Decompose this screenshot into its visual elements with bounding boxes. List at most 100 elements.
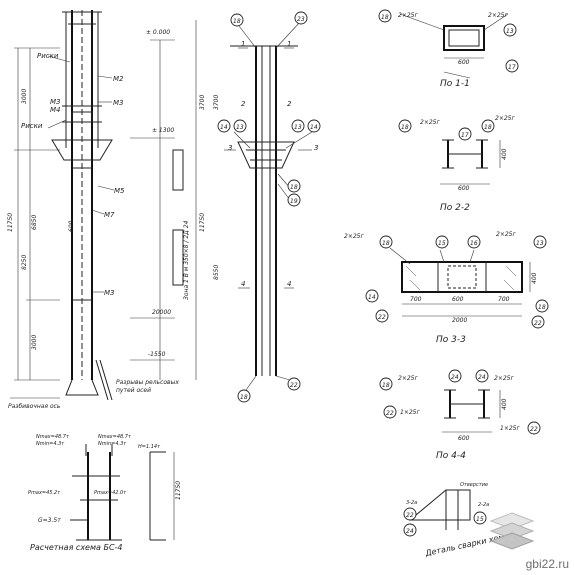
bubble-13b: 13 xyxy=(294,124,302,131)
section-4-width: 600 xyxy=(458,435,470,442)
section-3-height: 400 xyxy=(531,272,538,284)
calc-scheme xyxy=(70,444,175,541)
cut-mark-1a: 1 xyxy=(241,40,245,48)
column-elevation xyxy=(10,10,197,401)
elev-top: ± 1300 xyxy=(152,127,174,134)
svg-text:22: 22 xyxy=(378,314,386,321)
svg-text:18: 18 xyxy=(382,240,390,247)
section-3-3: 18 14 22 16 15 13 18 22 xyxy=(365,235,549,329)
section-3-weld2: 2×25г xyxy=(496,231,516,238)
risk-label-top: Риски xyxy=(37,52,59,60)
scheme-label-d: Nmin=4.3т xyxy=(98,441,127,447)
ref-axis-label: Разбивочная ось xyxy=(8,403,61,410)
scheme-dim: 11750 xyxy=(175,481,182,500)
scheme-label-b: Nmax=48.7т xyxy=(98,434,132,440)
svg-text:22: 22 xyxy=(530,426,538,433)
svg-text:18: 18 xyxy=(381,14,389,21)
svg-text:22: 22 xyxy=(534,320,542,327)
dim-bottom: 3000 xyxy=(31,335,38,350)
dim-w600: 600 xyxy=(68,220,75,232)
section-4-weld: 2×25г xyxy=(398,375,418,382)
section-1-weld: 2×25г xyxy=(398,12,418,19)
tag-m2: М2 xyxy=(113,75,124,83)
svg-text:14: 14 xyxy=(368,294,376,301)
dim-lower: 8250 xyxy=(21,255,28,270)
dim-upper: 3000 xyxy=(21,89,28,104)
risk-label-mid: Риски xyxy=(21,122,43,130)
elev-bot: -1550 xyxy=(148,351,166,358)
section-1-title: По 1-1 xyxy=(440,79,470,89)
section-4-weld4: 1×25г xyxy=(500,425,520,432)
bubble-23: 23 xyxy=(297,16,305,23)
section-2-title: По 2-2 xyxy=(440,203,470,213)
section-3-weld: 2×25г xyxy=(344,233,364,240)
bubble-14b: 14 xyxy=(310,124,318,131)
svg-text:22: 22 xyxy=(406,512,414,519)
axis-note-2: путей осей xyxy=(116,387,151,394)
cut-mark-4b: 4 xyxy=(287,280,291,288)
bubble-19: 19 xyxy=(290,198,298,205)
cut-mark-3a: 3 xyxy=(228,144,232,152)
scheme-label-e: Рmax=45.2т xyxy=(28,490,61,496)
detail-label-2: 3-2а xyxy=(406,500,417,506)
section-3-width: 2000 xyxy=(452,317,467,324)
svg-text:16: 16 xyxy=(470,240,478,247)
callout-bubbles-main: 18 23 14 14 13 13 18 19 22 18 xyxy=(217,11,321,403)
svg-text:18: 18 xyxy=(484,124,492,131)
column-side-view xyxy=(224,21,313,391)
svg-text:18: 18 xyxy=(401,124,409,131)
bubble-22: 22 xyxy=(290,382,298,389)
section-2-width: 600 xyxy=(458,185,470,192)
side-text: Зона 1 В м 350×8 / 2Д 24 xyxy=(183,220,190,300)
section-3-w2: 600 xyxy=(452,296,464,303)
section-2-weld2: 2×25г xyxy=(495,115,515,122)
section-3-title: По 3-3 xyxy=(436,335,466,345)
bubble-14a: 14 xyxy=(220,124,228,131)
scheme-label-g: G=3.5т xyxy=(38,517,61,524)
dim-h8550: 8550 xyxy=(213,265,220,280)
section-4-title: По 4-4 xyxy=(436,451,466,461)
section-4-height: 400 xyxy=(501,398,508,410)
elev-low: 20000 xyxy=(152,309,171,316)
svg-text:18: 18 xyxy=(538,304,546,311)
detail-label-3: 2-2а xyxy=(478,502,489,508)
svg-text:24: 24 xyxy=(406,528,414,535)
section-2-2: 17 18 18 xyxy=(398,119,501,185)
section-2-weld: 2×25г xyxy=(420,119,440,126)
dim-total: 11750 xyxy=(7,213,14,232)
scheme-label-f: Рmax=42.0т xyxy=(94,490,127,496)
svg-text:15: 15 xyxy=(438,240,446,247)
svg-text:24: 24 xyxy=(478,374,486,381)
scheme-label-a: Nmax=48.7т xyxy=(36,434,70,440)
svg-text:18: 18 xyxy=(382,382,390,389)
detail-label-1: Отверстие xyxy=(460,482,488,488)
section-1-width: 600 xyxy=(458,59,470,66)
watermark[interactable]: gbi22.ru xyxy=(525,557,569,571)
axis-note-1: Разрывы рельсовых xyxy=(116,379,179,386)
dim-h11750: 11750 xyxy=(199,213,206,232)
section-2-height: 400 xyxy=(501,148,508,160)
svg-text:13: 13 xyxy=(536,240,544,247)
bubble-18a: 18 xyxy=(233,18,241,25)
weld-detail: 22 24 15 xyxy=(403,489,487,537)
svg-text:17: 17 xyxy=(461,132,469,139)
bubble-18b: 18 xyxy=(290,184,298,191)
section-4-weld2: 2×25г xyxy=(494,375,514,382)
section-3-w3: 700 xyxy=(498,296,510,303)
svg-text:13: 13 xyxy=(506,28,514,35)
scheme-title: Расчетная схема БС-4 xyxy=(30,543,123,552)
scheme-label-c: Nmin=4.3т xyxy=(36,441,65,447)
bubble-18c: 18 xyxy=(240,394,248,401)
dim-h3700-b: 3700 xyxy=(213,95,220,110)
scheme-label-h: Н=1.14т xyxy=(138,444,161,450)
tag-m5: М5 xyxy=(114,187,125,195)
tag-m3c: М3 xyxy=(104,289,115,297)
cut-mark-2b: 2 xyxy=(287,100,292,108)
bubble-13a: 13 xyxy=(236,124,244,131)
dim-h3700: 3700 xyxy=(199,95,206,110)
section-3-w1: 700 xyxy=(410,296,422,303)
cut-mark-4a: 4 xyxy=(241,280,245,288)
section-1-1: 18 13 17 xyxy=(378,9,519,79)
svg-text:17: 17 xyxy=(508,64,516,71)
